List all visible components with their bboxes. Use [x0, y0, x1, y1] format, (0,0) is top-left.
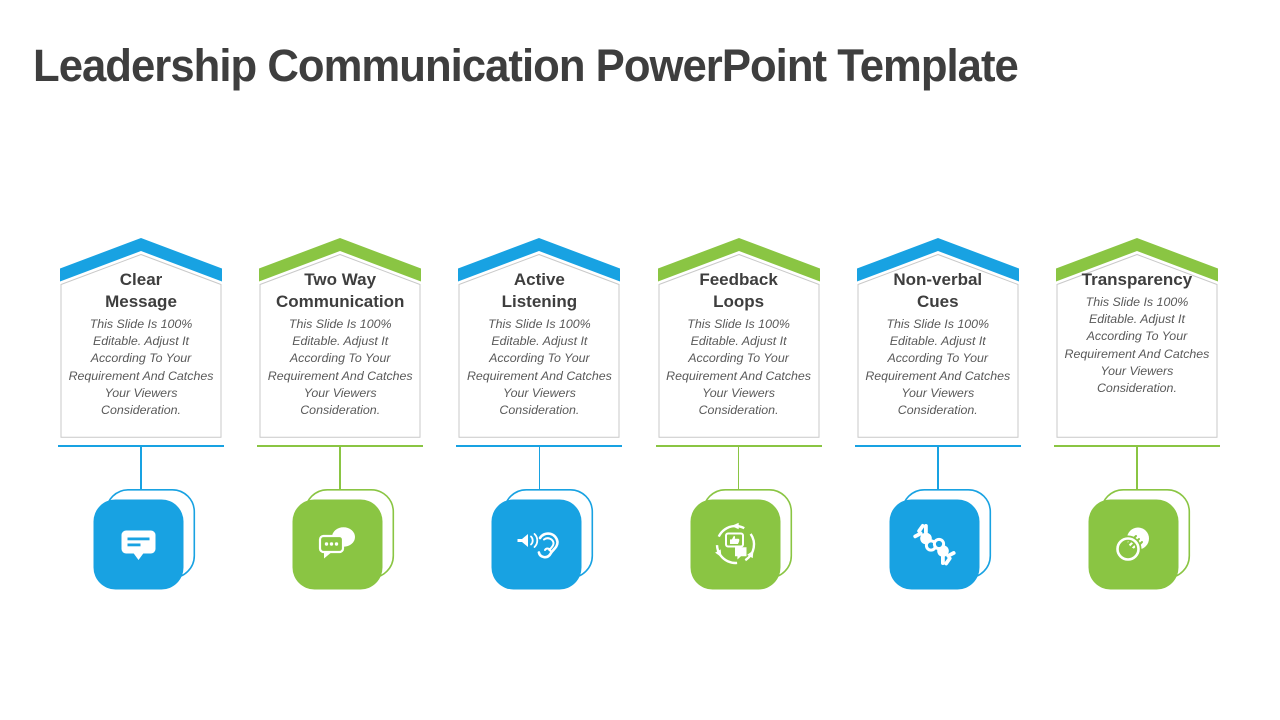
card-shape — [856, 238, 1019, 438]
card-body: This Slide Is 100% Editable. Adjust It A… — [666, 317, 811, 418]
card-title-line: Message — [105, 292, 177, 311]
card-shape — [657, 238, 820, 438]
chevron-up-icon — [657, 238, 820, 282]
connector-horizontal-line — [655, 445, 822, 447]
step-column-two-way-communication: Two Way Communication This Slide Is 100%… — [257, 238, 424, 590]
card-title-line: Non-verbal — [893, 270, 983, 289]
connector-horizontal-line — [58, 445, 224, 447]
card-body: This Slide Is 100% Editable. Adjust It A… — [466, 317, 612, 418]
card-title: Active Listening — [466, 269, 612, 313]
icon-badge — [491, 489, 594, 590]
columns-row: Clear Message This Slide Is 100% Editabl… — [58, 238, 1220, 590]
connector-vertical-line — [1136, 447, 1138, 489]
step-column-non-verbal-cues: Non-verbal Cues This Slide Is 100% Edita… — [854, 238, 1021, 590]
card-outline — [60, 253, 222, 438]
step-card: Feedback Loops This Slide Is 100% Editab… — [656, 238, 822, 438]
listening-ear-icon — [491, 489, 593, 590]
icon-badge — [1088, 489, 1191, 590]
card-body: This Slide Is 100% Editable. Adjust It A… — [865, 317, 1011, 418]
chat-bubbles-icon — [292, 489, 394, 590]
icon-badge — [292, 489, 395, 590]
step-card: Two Way Communication This Slide Is 100%… — [257, 238, 423, 438]
card-title-line: Two Way — [304, 270, 377, 289]
card-title-line: Listening — [501, 292, 578, 311]
step-column-active-listening: Active Listening This Slide Is 100% Edit… — [456, 238, 623, 590]
icon-badge — [93, 489, 196, 590]
card-text: Transparency This Slide Is 100% Editable… — [1064, 269, 1210, 397]
chevron-up-icon — [856, 238, 1019, 282]
chevron-up-icon — [60, 238, 222, 282]
card-text: Clear Message This Slide Is 100% Editabl… — [68, 269, 214, 419]
connector-vertical-line — [737, 447, 740, 489]
connector-vertical-line — [140, 447, 142, 489]
step-card: Active Listening This Slide Is 100% Edit… — [456, 238, 622, 438]
card-title-line: Active — [513, 270, 565, 289]
card-shape — [60, 238, 222, 438]
connector-horizontal-line — [257, 445, 424, 447]
sign-language-icon — [889, 489, 992, 590]
card-text: Non-verbal Cues This Slide Is 100% Edita… — [865, 269, 1011, 419]
connector-vertical-line — [538, 447, 541, 489]
card-title: Transparency — [1064, 269, 1210, 291]
card-outline — [1056, 253, 1218, 438]
chevron-up-icon — [458, 238, 621, 282]
connector-horizontal-line — [1053, 445, 1220, 447]
card-body: This Slide Is 100% Editable. Adjust It A… — [68, 317, 214, 418]
card-title-line: Communication — [275, 292, 405, 311]
card-body: This Slide Is 100% Editable. Adjust It A… — [267, 317, 413, 418]
card-body: This Slide Is 100% Editable. Adjust It A… — [1064, 295, 1210, 396]
card-title: Clear Message — [68, 269, 214, 313]
step-card: Transparency This Slide Is 100% Editable… — [1054, 238, 1220, 438]
card-title-line: Clear — [119, 270, 163, 289]
card-text: Two Way Communication This Slide Is 100%… — [267, 269, 413, 419]
card-outline — [857, 253, 1019, 438]
connector-horizontal-line — [456, 445, 623, 447]
step-column-feedback-loops: Feedback Loops This Slide Is 100% Editab… — [655, 238, 822, 590]
connector-vertical-line — [937, 447, 939, 489]
card-shape — [1055, 238, 1218, 438]
step-column-transparency: Transparency This Slide Is 100% Editable… — [1053, 238, 1220, 590]
feedback-loop-icon — [690, 489, 793, 590]
card-title: Feedback Loops — [666, 269, 812, 313]
message-icon — [93, 489, 195, 590]
card-shape — [458, 238, 621, 438]
card-title: Two Way Communication — [267, 269, 413, 313]
icon-badge — [889, 489, 992, 590]
card-text: Active Listening This Slide Is 100% Edit… — [466, 269, 612, 419]
chevron-up-icon — [1055, 238, 1218, 282]
connector-horizontal-line — [854, 445, 1021, 447]
transparency-circles-icon — [1088, 489, 1191, 590]
card-title-line: Cues — [916, 292, 959, 311]
icon-badge — [690, 489, 793, 590]
step-card: Non-verbal Cues This Slide Is 100% Edita… — [855, 238, 1021, 438]
card-title-line: Loops — [713, 292, 765, 311]
card-title-line: Feedback — [699, 270, 778, 289]
step-column-clear-message: Clear Message This Slide Is 100% Editabl… — [58, 238, 224, 590]
page-title: Leadership Communication PowerPoint Temp… — [33, 40, 1019, 91]
card-outline — [458, 253, 620, 438]
card-title: Non-verbal Cues — [865, 269, 1011, 313]
card-shape — [259, 238, 422, 438]
step-card: Clear Message This Slide Is 100% Editabl… — [58, 238, 224, 438]
card-text: Feedback Loops This Slide Is 100% Editab… — [666, 269, 812, 419]
card-outline — [658, 253, 820, 438]
chevron-up-icon — [259, 238, 422, 282]
card-title-line: Transparency — [1081, 270, 1193, 289]
connector-vertical-line — [339, 447, 341, 489]
card-outline — [259, 253, 421, 438]
